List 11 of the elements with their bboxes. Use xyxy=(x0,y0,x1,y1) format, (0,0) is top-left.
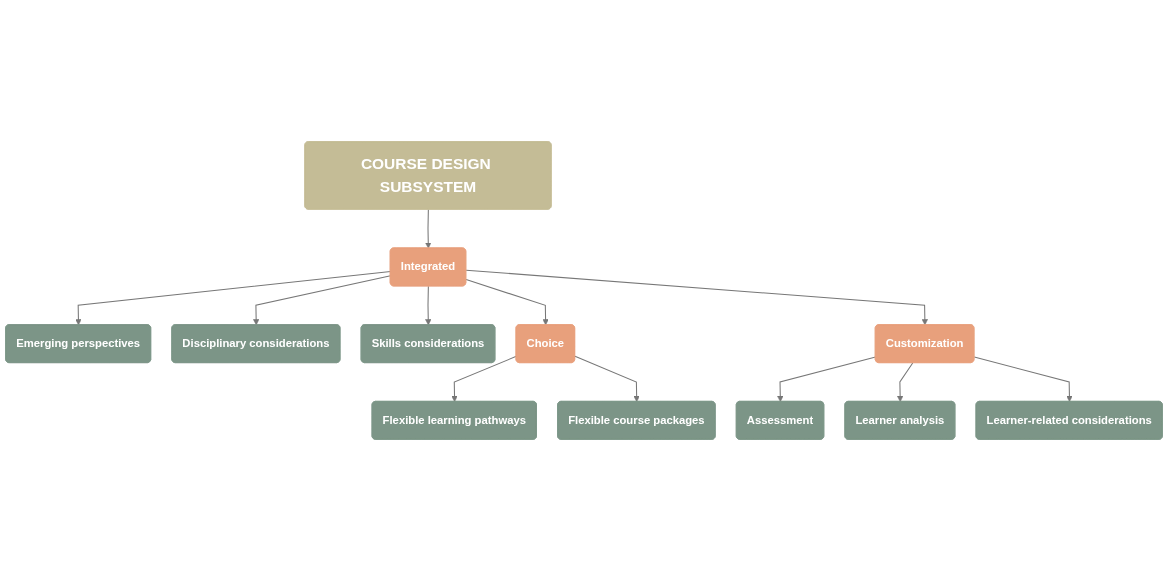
arrow xyxy=(465,279,549,326)
arrow xyxy=(777,356,877,402)
arrow xyxy=(253,275,392,326)
arrow xyxy=(574,355,640,402)
arrow xyxy=(75,270,392,326)
arrow xyxy=(425,285,432,326)
arrow xyxy=(425,209,432,249)
arrow xyxy=(465,269,928,326)
arrow xyxy=(897,362,914,402)
arrow xyxy=(451,355,517,402)
arrow xyxy=(973,356,1073,402)
